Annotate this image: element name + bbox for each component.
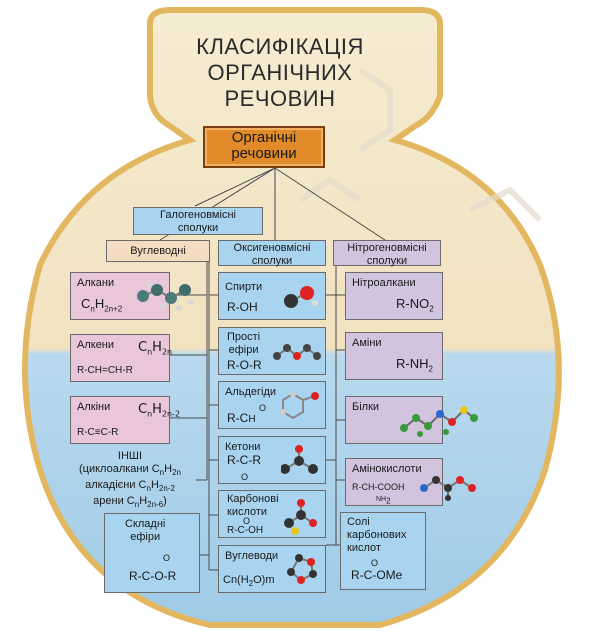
halogen-node: Галогеновмісні сполуки: [133, 207, 263, 235]
ketones-label: Кетони: [225, 441, 261, 453]
ethers-structure: R-O-R: [227, 358, 262, 372]
halogen-line-1: Галогеновмісні: [160, 209, 236, 221]
alcohols-label: Спирти: [225, 281, 263, 293]
alkynes-label: Алкіни: [77, 401, 111, 413]
esters-structure: R-C-O-R: [129, 569, 177, 583]
title-line-2: ОРГАНІЧНИХ: [207, 60, 353, 85]
alkynes-formula: CnH2n-2: [138, 402, 181, 419]
aldehydes-structure: R-CH: [227, 411, 256, 426]
esters-o: O: [163, 553, 171, 563]
hydrocarbons-node: Вуглеводні: [106, 240, 210, 262]
proteins-label: Білки: [352, 401, 380, 413]
nitrogen-line-1: Нітрогеновмісні: [347, 242, 427, 254]
alcohols-box: Спирти R-OH: [218, 272, 326, 320]
title-line-3: РЕЧОВИН: [224, 86, 336, 111]
aminoacids-formula: R-CH-COOH: [352, 482, 405, 492]
others-line-3: алкадієни CnH2n-2: [85, 479, 175, 494]
alcohols-structure: R-OH: [227, 300, 258, 314]
protein-molecule-icon: [400, 406, 478, 437]
ketone-molecule-icon: [281, 445, 318, 474]
nitroalkanes-label: Нітроалкани: [352, 277, 416, 289]
ketones-structure: R-C-R: [227, 453, 261, 467]
proteins-box: Білки: [345, 396, 443, 444]
salts-o: O: [371, 558, 379, 568]
diagram-title: КЛАСИФІКАЦІЯ ОРГАНІЧНИХ РЕЧОВИН: [150, 34, 410, 112]
amines-box: Аміни R-NH2: [345, 332, 443, 380]
aldehydes-box: Альдегіди O R-CH: [218, 381, 326, 429]
others-line-2: (циклоалкани CnH2n: [79, 463, 181, 478]
carbohydrate-molecule-icon: [287, 554, 317, 584]
alkynes-box: Алкіни R-C≡C-R: [70, 396, 170, 444]
aminoacids-label: Амінокислоти: [352, 463, 422, 475]
carbs-box: Вуглеводи Cn(H2O)m: [218, 545, 326, 593]
amines-label: Аміни: [352, 337, 382, 349]
aldehyde-molecule-icon: [280, 391, 319, 420]
carboxylic-molecule-icon: [284, 499, 317, 535]
alkenes-formula: CnH2n: [138, 340, 173, 357]
oxygen-line-2: сполуки: [251, 255, 293, 267]
root-line-2: речовини: [231, 145, 297, 162]
other-hydrocarbons: ІНШІ (циклоалкани CnH2n алкадієни CnH2n-…: [60, 450, 200, 512]
alkanes-formula: CnH2n+2: [81, 296, 123, 314]
ether-molecule-icon: [273, 344, 321, 360]
halogen-line-2: сполуки: [177, 222, 219, 234]
alkenes-label: Алкени: [77, 339, 115, 351]
oxygen-line-1: Оксигеновмісні: [233, 242, 311, 254]
root-node: Органічні речовини: [203, 126, 325, 168]
carboxylic-o: O: [243, 516, 251, 526]
title-line-1: КЛАСИФІКАЦІЯ: [196, 34, 364, 59]
alkenes-box: Алкени R-CH=CH-R: [70, 334, 170, 382]
root-line-1: Органічні: [231, 129, 297, 146]
salts-structure: R-C-OMe: [351, 568, 403, 582]
aminoacids-nh2: NH2: [376, 496, 391, 506]
aldehydes-label: Альдегіди: [225, 386, 277, 398]
aminoacids-box: Амінокислоти R-CH-COOH NH2: [345, 458, 443, 506]
aldehydes-h: H: [248, 414, 256, 425]
alkynes-structure: R-C≡C-R: [77, 427, 119, 438]
others-line-1: ІНШІ: [117, 450, 143, 462]
nitrogen-line-2: сполуки: [366, 255, 408, 267]
alcohol-molecule-icon: [284, 286, 318, 308]
hydrocarbons-label: Вуглеводні: [130, 245, 186, 257]
nitroalkanes-box: Нітроалкани R-NO2: [345, 272, 443, 320]
nitrogen-node: Нітрогеновмісні сполуки: [333, 240, 441, 267]
amines-formula: R-NH2: [396, 356, 433, 374]
aldehydes-o: O: [259, 403, 267, 413]
others-line-4: арени CnH2n-6): [93, 495, 167, 510]
alkanes-label: Алкани: [77, 277, 115, 289]
carbs-label: Вуглеводи: [225, 550, 279, 562]
aminoacid-molecule-icon: [420, 476, 476, 501]
oxygen-node: Оксигеновмісні сполуки: [218, 240, 326, 267]
carboxylic-structure: R-C-OH: [227, 525, 264, 536]
carbs-formula: Cn(H2O)m: [223, 574, 275, 589]
alkenes-structure: R-CH=CH-R: [77, 365, 133, 376]
alkane-molecule-icon: [137, 281, 194, 311]
nitroalkanes-formula: R-NO2: [396, 296, 434, 314]
ketones-box: Кетони R-C-R O: [218, 436, 326, 484]
alkanes-box: Алкани CnH2n+2: [70, 272, 170, 320]
ketones-o: O: [241, 472, 249, 482]
